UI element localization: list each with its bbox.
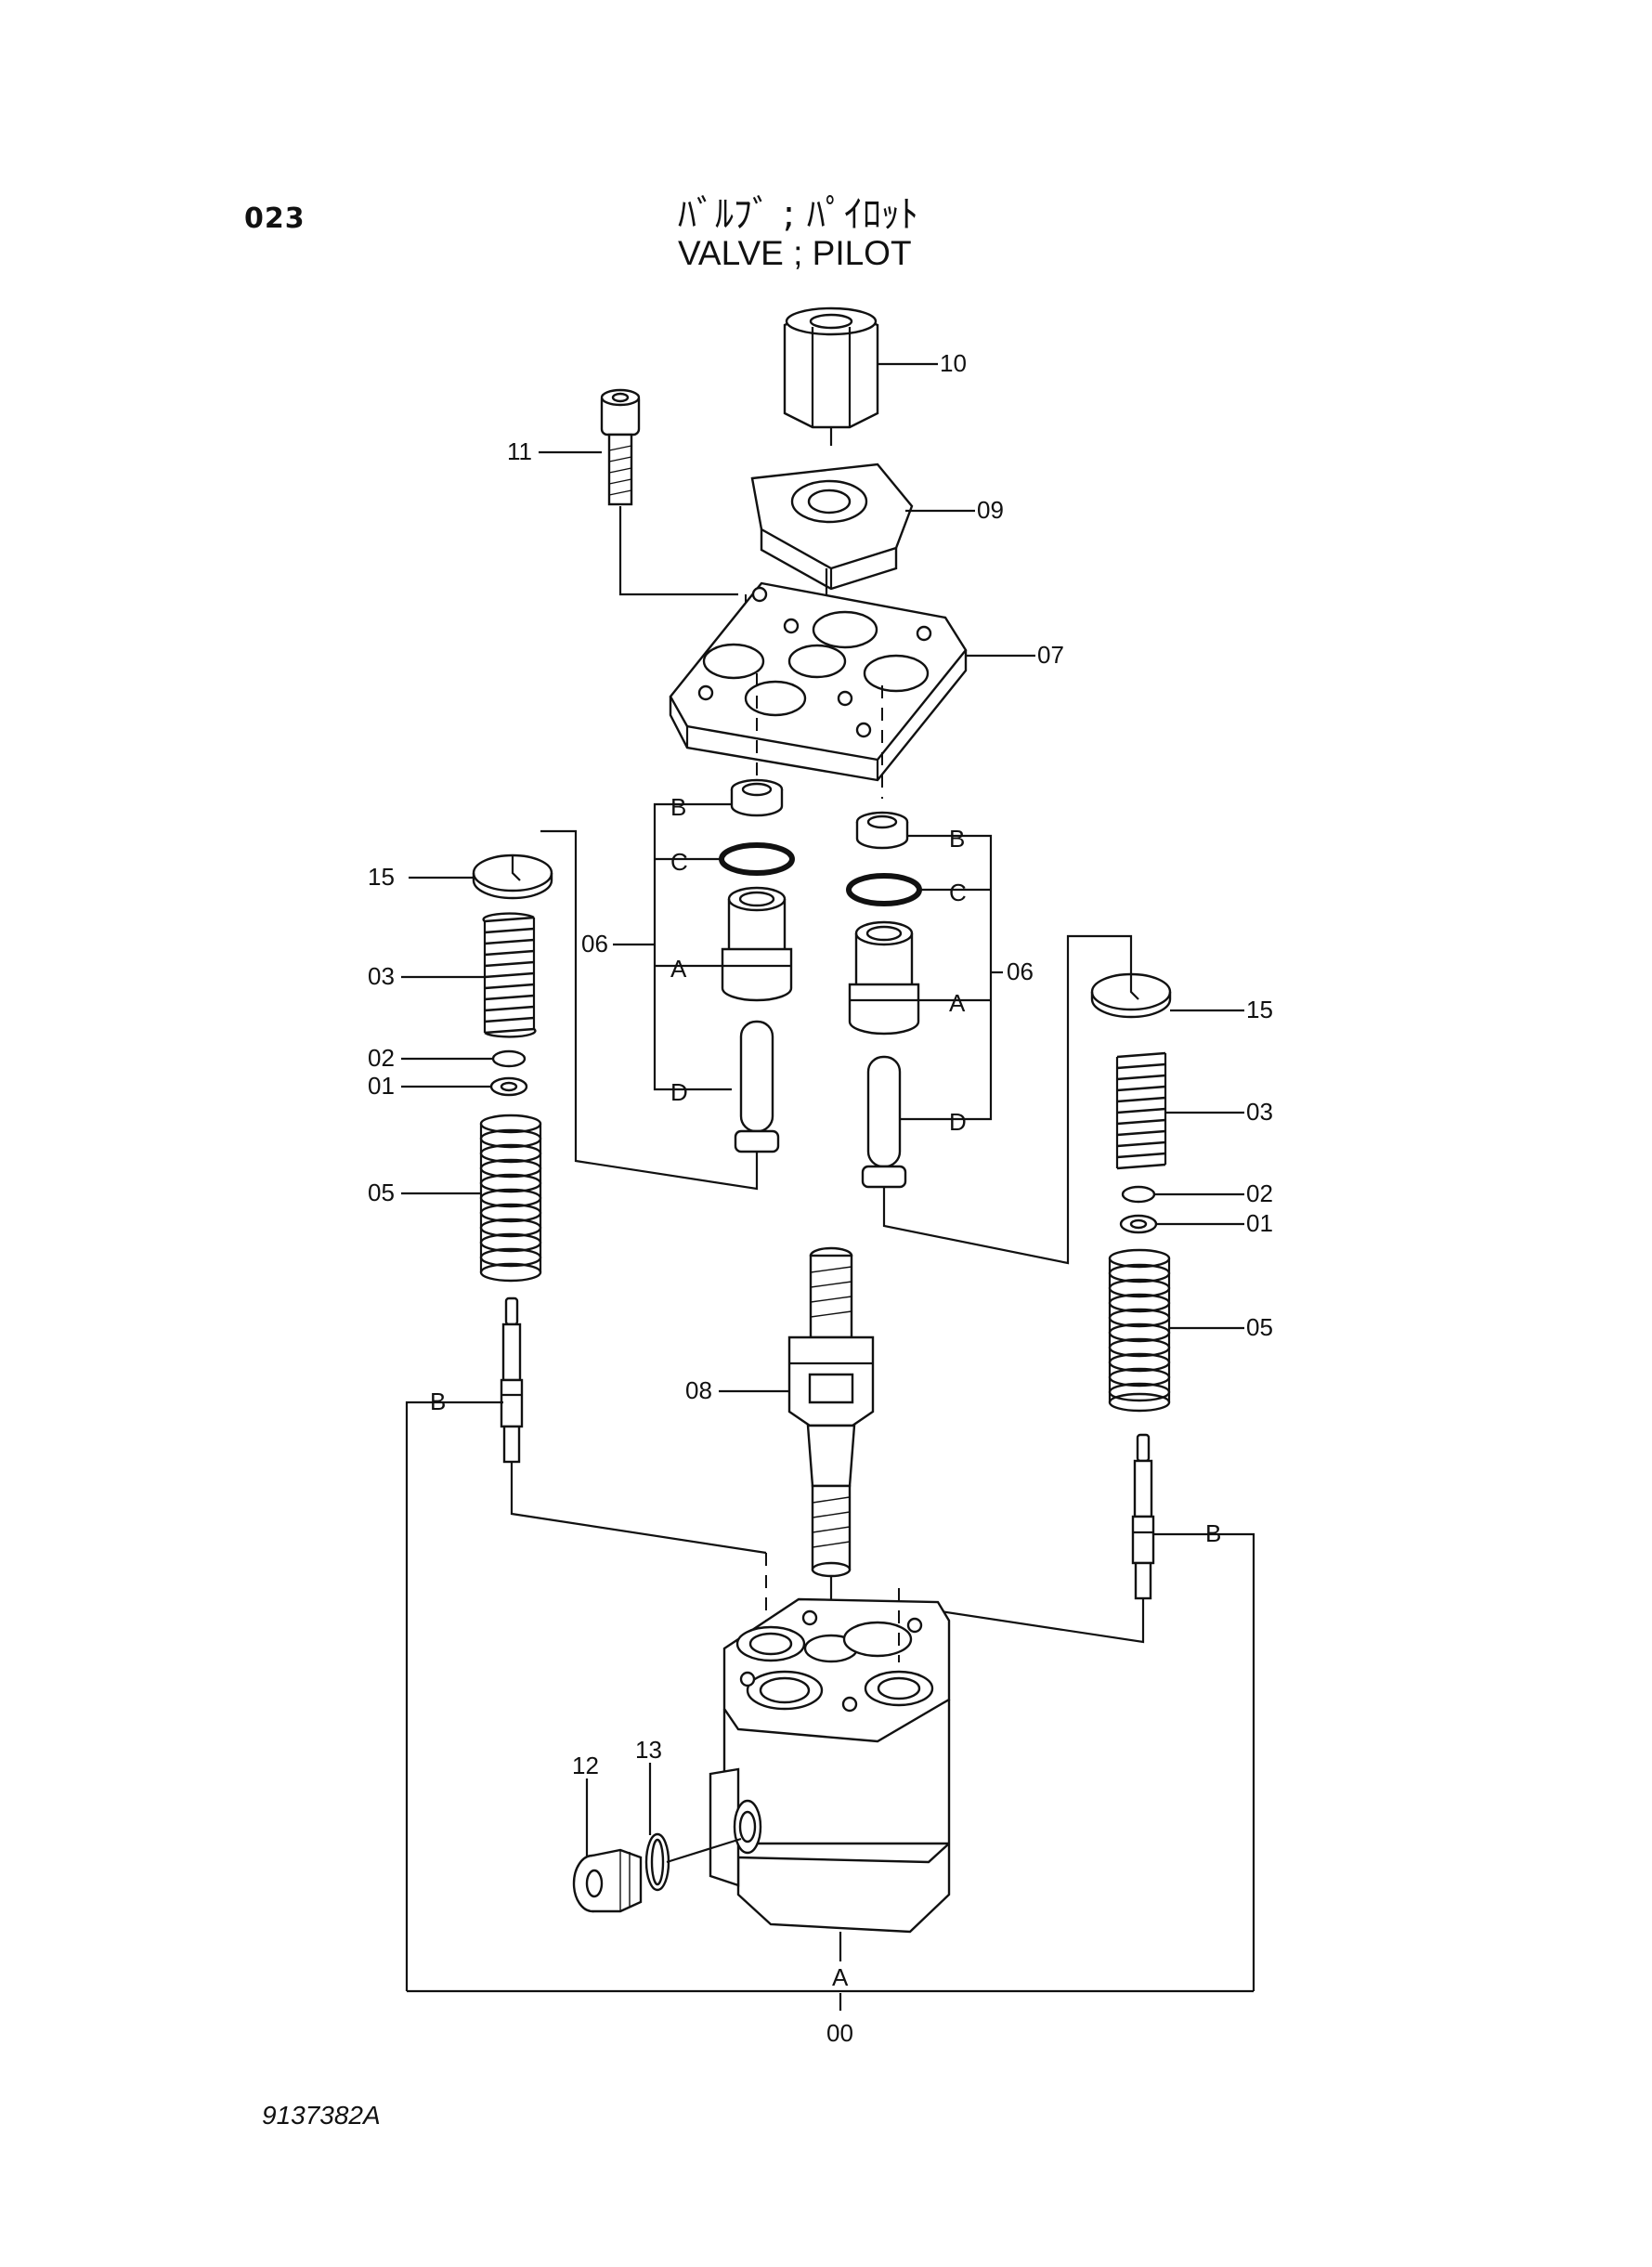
callout-02-left: 02: [368, 1044, 395, 1072]
callout-03-right: 03: [1246, 1098, 1273, 1126]
label-left-B: B: [670, 793, 686, 821]
part-10-coupling: [783, 306, 879, 446]
part-right-spool: [1131, 1433, 1155, 1600]
part-00-valve-body: [709, 1597, 951, 1934]
part-07-cover-plate: [669, 581, 968, 782]
callout-12: 12: [572, 1752, 599, 1779]
label-left-C: C: [670, 848, 688, 876]
part-06-right-plug-assembly: [846, 811, 922, 1189]
part-15-right-retainer: [1090, 972, 1172, 1019]
label-left-A: A: [670, 955, 687, 983]
part-02-right-washer: [1121, 1185, 1156, 1204]
label-right-D: D: [949, 1108, 967, 1136]
callout-03-left: 03: [368, 962, 395, 990]
part-05-left-spring: [479, 1114, 542, 1283]
part-03-right-spring: [1115, 1051, 1167, 1170]
part-01-right-shim: [1119, 1214, 1158, 1234]
part-03-left-spring: [482, 912, 537, 1038]
label-left-D: D: [670, 1078, 688, 1106]
part-left-spool: [500, 1296, 524, 1464]
callout-07: 07: [1037, 641, 1064, 669]
part-01-left-shim: [489, 1076, 528, 1097]
part-15-left-retainer: [472, 853, 553, 900]
callout-15-left: 15: [368, 863, 395, 891]
part-11-bolt: [600, 388, 641, 506]
label-spool-left-B: B: [430, 1388, 446, 1415]
title-english: VALVE ; PILOT: [678, 234, 912, 272]
title-japanese: ﾊﾞﾙﾌﾞ ; ﾊﾟｲﾛｯﾄ: [678, 193, 918, 236]
label-right-B: B: [949, 825, 965, 853]
callout-11: 11: [507, 437, 532, 465]
label-right-A: A: [949, 989, 966, 1017]
callout-09: 09: [977, 496, 1004, 524]
part-09-nut-plate: [750, 463, 914, 591]
part-06-left-plug-assembly: [719, 778, 795, 1153]
callout-06-right: 06: [1007, 958, 1034, 985]
callout-08: 08: [685, 1376, 712, 1404]
part-12-plug: [572, 1848, 643, 1913]
part-08-center-spool: [787, 1246, 875, 1578]
callout-15-right: 15: [1246, 996, 1273, 1023]
callout-13: 13: [635, 1736, 662, 1764]
drawing-number: 9137382A: [262, 2101, 381, 2130]
callout-05-right: 05: [1246, 1313, 1273, 1341]
part-13-o-ring: [644, 1832, 670, 1892]
part-02-left-washer: [491, 1049, 527, 1068]
callout-00: 00: [826, 2019, 853, 2047]
label-body-A: A: [832, 1963, 849, 1991]
label-right-C: C: [949, 879, 967, 906]
part-05-right-spring: [1108, 1248, 1171, 1413]
page-number: 023: [244, 202, 306, 235]
callout-02-right: 02: [1246, 1179, 1273, 1207]
label-spool-right-B: B: [1205, 1519, 1221, 1547]
callout-01-right: 01: [1246, 1209, 1273, 1237]
callout-01-left: 01: [368, 1072, 395, 1100]
callout-10: 10: [940, 349, 967, 377]
callout-06-left: 06: [581, 930, 608, 958]
callout-05-left: 05: [368, 1179, 395, 1206]
